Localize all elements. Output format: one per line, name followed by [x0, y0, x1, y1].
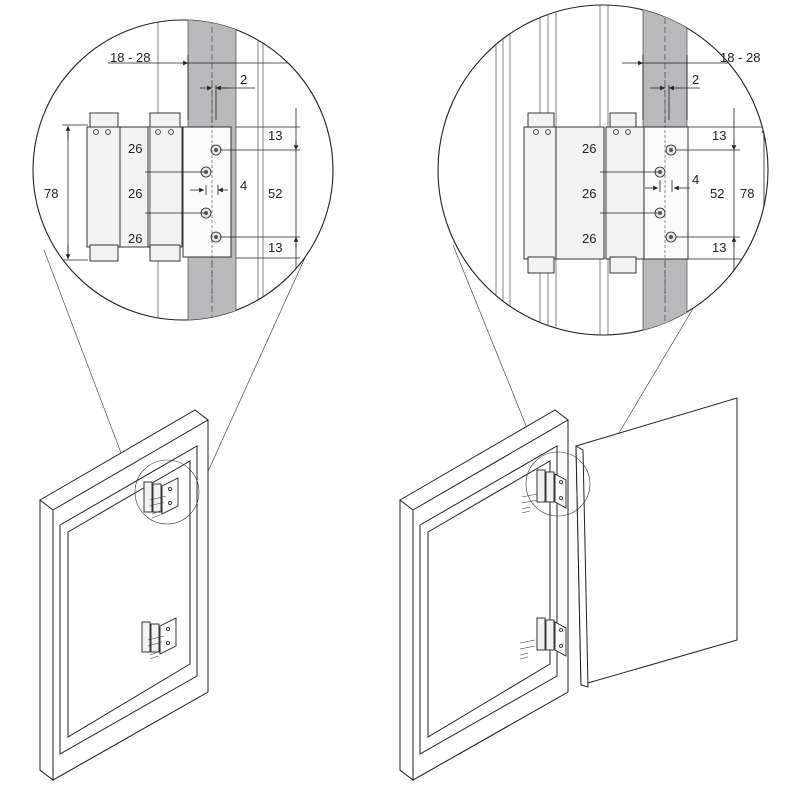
left-hinge-lower	[141, 617, 177, 660]
right-door-frame	[399, 409, 569, 782]
right-detail-view: 18 - 28 2 13 26 4 52 78 26 26 13	[437, 4, 769, 336]
left-spacing-top-label: 26	[128, 141, 142, 156]
right-spacing-top-label: 26	[582, 141, 596, 156]
right-edge-bottom-label: 13	[712, 240, 726, 255]
left-zoom-source-circle	[134, 459, 200, 525]
right-assembly: 18 - 28 2 13 26 4 52 78 26 26 13	[399, 4, 769, 782]
right-hole-span-label: 52	[710, 186, 724, 201]
right-edge-top-label: 13	[712, 128, 726, 143]
right-door-leaf	[575, 397, 738, 688]
right-hinge-lower	[519, 617, 567, 660]
right-zoom-source-circle	[525, 451, 591, 517]
left-zoom-leader-lower	[194, 239, 314, 501]
right-spacing-mid-label: 26	[582, 186, 596, 201]
right-height-total-label: 78	[740, 186, 754, 201]
left-assembly: 18 - 28 2 78 26 26 26 4 13 52 13	[32, 19, 334, 782]
right-offset-label: 2	[692, 72, 699, 87]
left-height-total-label: 78	[44, 186, 58, 201]
left-spacing-mid-label: 26	[128, 186, 142, 201]
right-hinge-upper	[521, 469, 567, 514]
right-gap-range-label: 18 - 28	[720, 50, 760, 65]
right-hole-offset-label: 4	[692, 172, 699, 187]
left-edge-top-label: 13	[268, 128, 282, 143]
left-gap-range-label: 18 - 28	[110, 50, 150, 65]
left-edge-bottom-label: 13	[268, 240, 282, 255]
left-offset-label: 2	[240, 72, 247, 87]
left-detail-view: 18 - 28 2 78 26 26 26 4 13 52 13	[32, 19, 334, 321]
right-spacing-bottom-label: 26	[582, 231, 596, 246]
left-hole-offset-label: 4	[240, 178, 247, 193]
left-door-frame	[39, 409, 209, 782]
left-hole-span-label: 52	[268, 186, 282, 201]
left-spacing-bottom-label: 26	[128, 231, 142, 246]
left-hinge-upper	[143, 477, 179, 519]
